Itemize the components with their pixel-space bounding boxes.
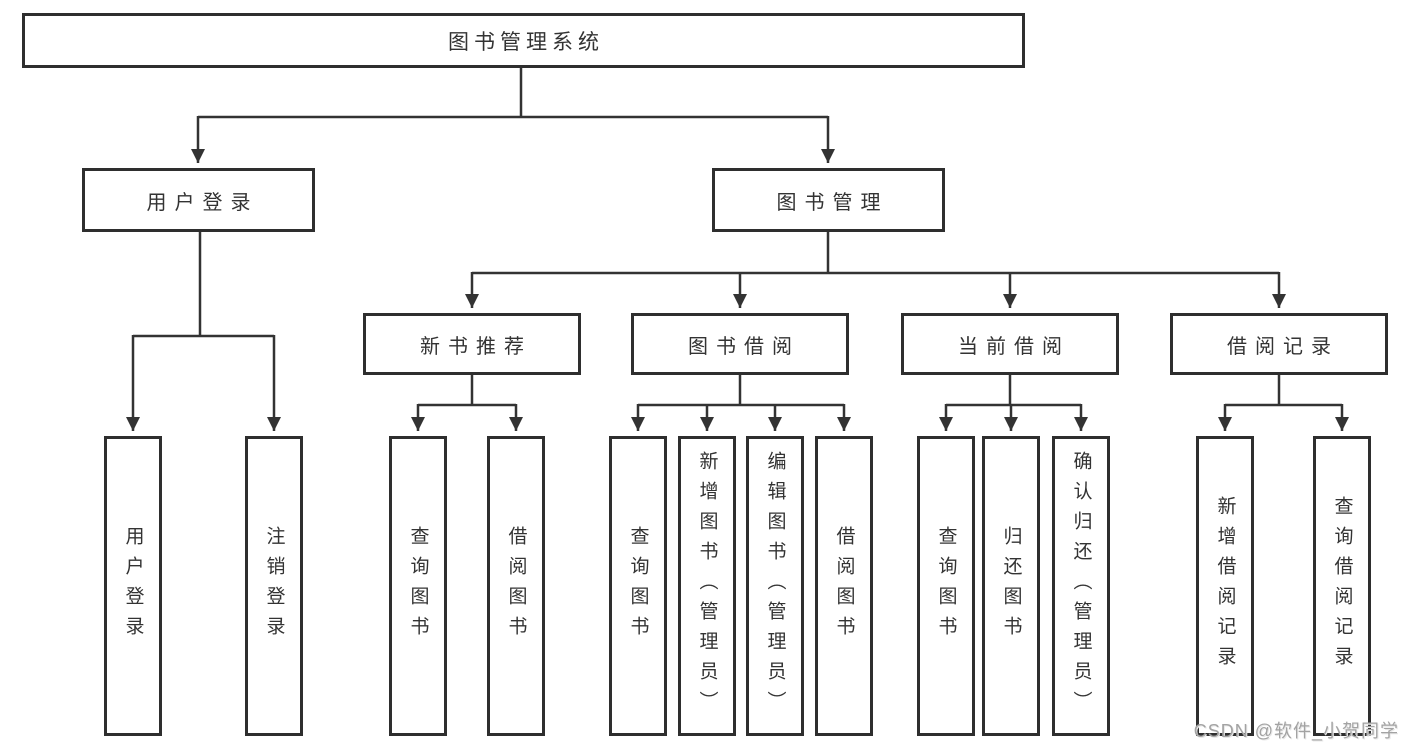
node-user-login-label: 用户登录 [146,191,259,214]
leaf-query-books-borrow: 查询图书 [609,436,667,736]
leaf-query-books-recommend-label: 查询图书 [407,526,429,646]
node-new-book-recommendation: 新书推荐 [363,313,581,375]
node-book-borrowing-label: 图书借阅 [688,335,800,358]
leaf-borrow-books: 借阅图书 [815,436,873,736]
leaf-query-books-current: 查询图书 [917,436,975,736]
leaf-add-books-admin: 新增图书（管理员） [678,436,736,736]
leaf-user-login: 用户登录 [104,436,162,736]
leaf-edit-books-admin: 编辑图书（管理员） [746,436,804,736]
leaf-return-books: 归还图书 [982,436,1040,736]
node-borrowing-records: 借阅记录 [1170,313,1388,375]
node-borrowing-records-label: 借阅记录 [1227,335,1339,358]
leaf-borrow-books-recommend-label: 借阅图书 [505,526,527,646]
leaf-query-borrow-record: 查询借阅记录 [1313,436,1371,736]
node-library-system-label: 图书管理系统 [448,30,604,54]
node-book-management-label: 图书管理 [776,191,889,214]
leaf-user-login-label: 用户登录 [122,526,144,646]
node-new-book-recommendation-label: 新书推荐 [420,335,532,358]
node-book-borrowing: 图书借阅 [631,313,849,375]
node-book-management: 图书管理 [712,168,945,232]
leaf-add-borrow-record: 新增借阅记录 [1196,436,1254,736]
leaf-confirm-return-admin: 确认归还（管理员） [1052,436,1110,736]
leaf-logout: 注销登录 [245,436,303,736]
node-current-borrowing: 当前借阅 [901,313,1119,375]
leaf-return-books-label: 归还图书 [1000,526,1022,646]
leaf-edit-books-admin-label: 编辑图书（管理员） [764,451,786,721]
leaf-query-books-borrow-label: 查询图书 [627,526,649,646]
leaf-query-books-recommend: 查询图书 [389,436,447,736]
csdn-watermark: CSDN @软件_小贺同学 [1193,721,1399,741]
node-current-borrowing-label: 当前借阅 [958,335,1070,358]
leaf-add-borrow-record-label: 新增借阅记录 [1214,496,1236,676]
leaf-borrow-books-label: 借阅图书 [833,526,855,646]
node-user-login: 用户登录 [82,168,315,232]
leaf-query-books-current-label: 查询图书 [935,526,957,646]
node-library-system: 图书管理系统 [22,13,1025,68]
leaf-borrow-books-recommend: 借阅图书 [487,436,545,736]
leaf-query-borrow-record-label: 查询借阅记录 [1331,496,1353,676]
leaf-confirm-return-admin-label: 确认归还（管理员） [1070,451,1092,721]
leaf-logout-label: 注销登录 [263,526,285,646]
leaf-add-books-admin-label: 新增图书（管理员） [696,451,718,721]
